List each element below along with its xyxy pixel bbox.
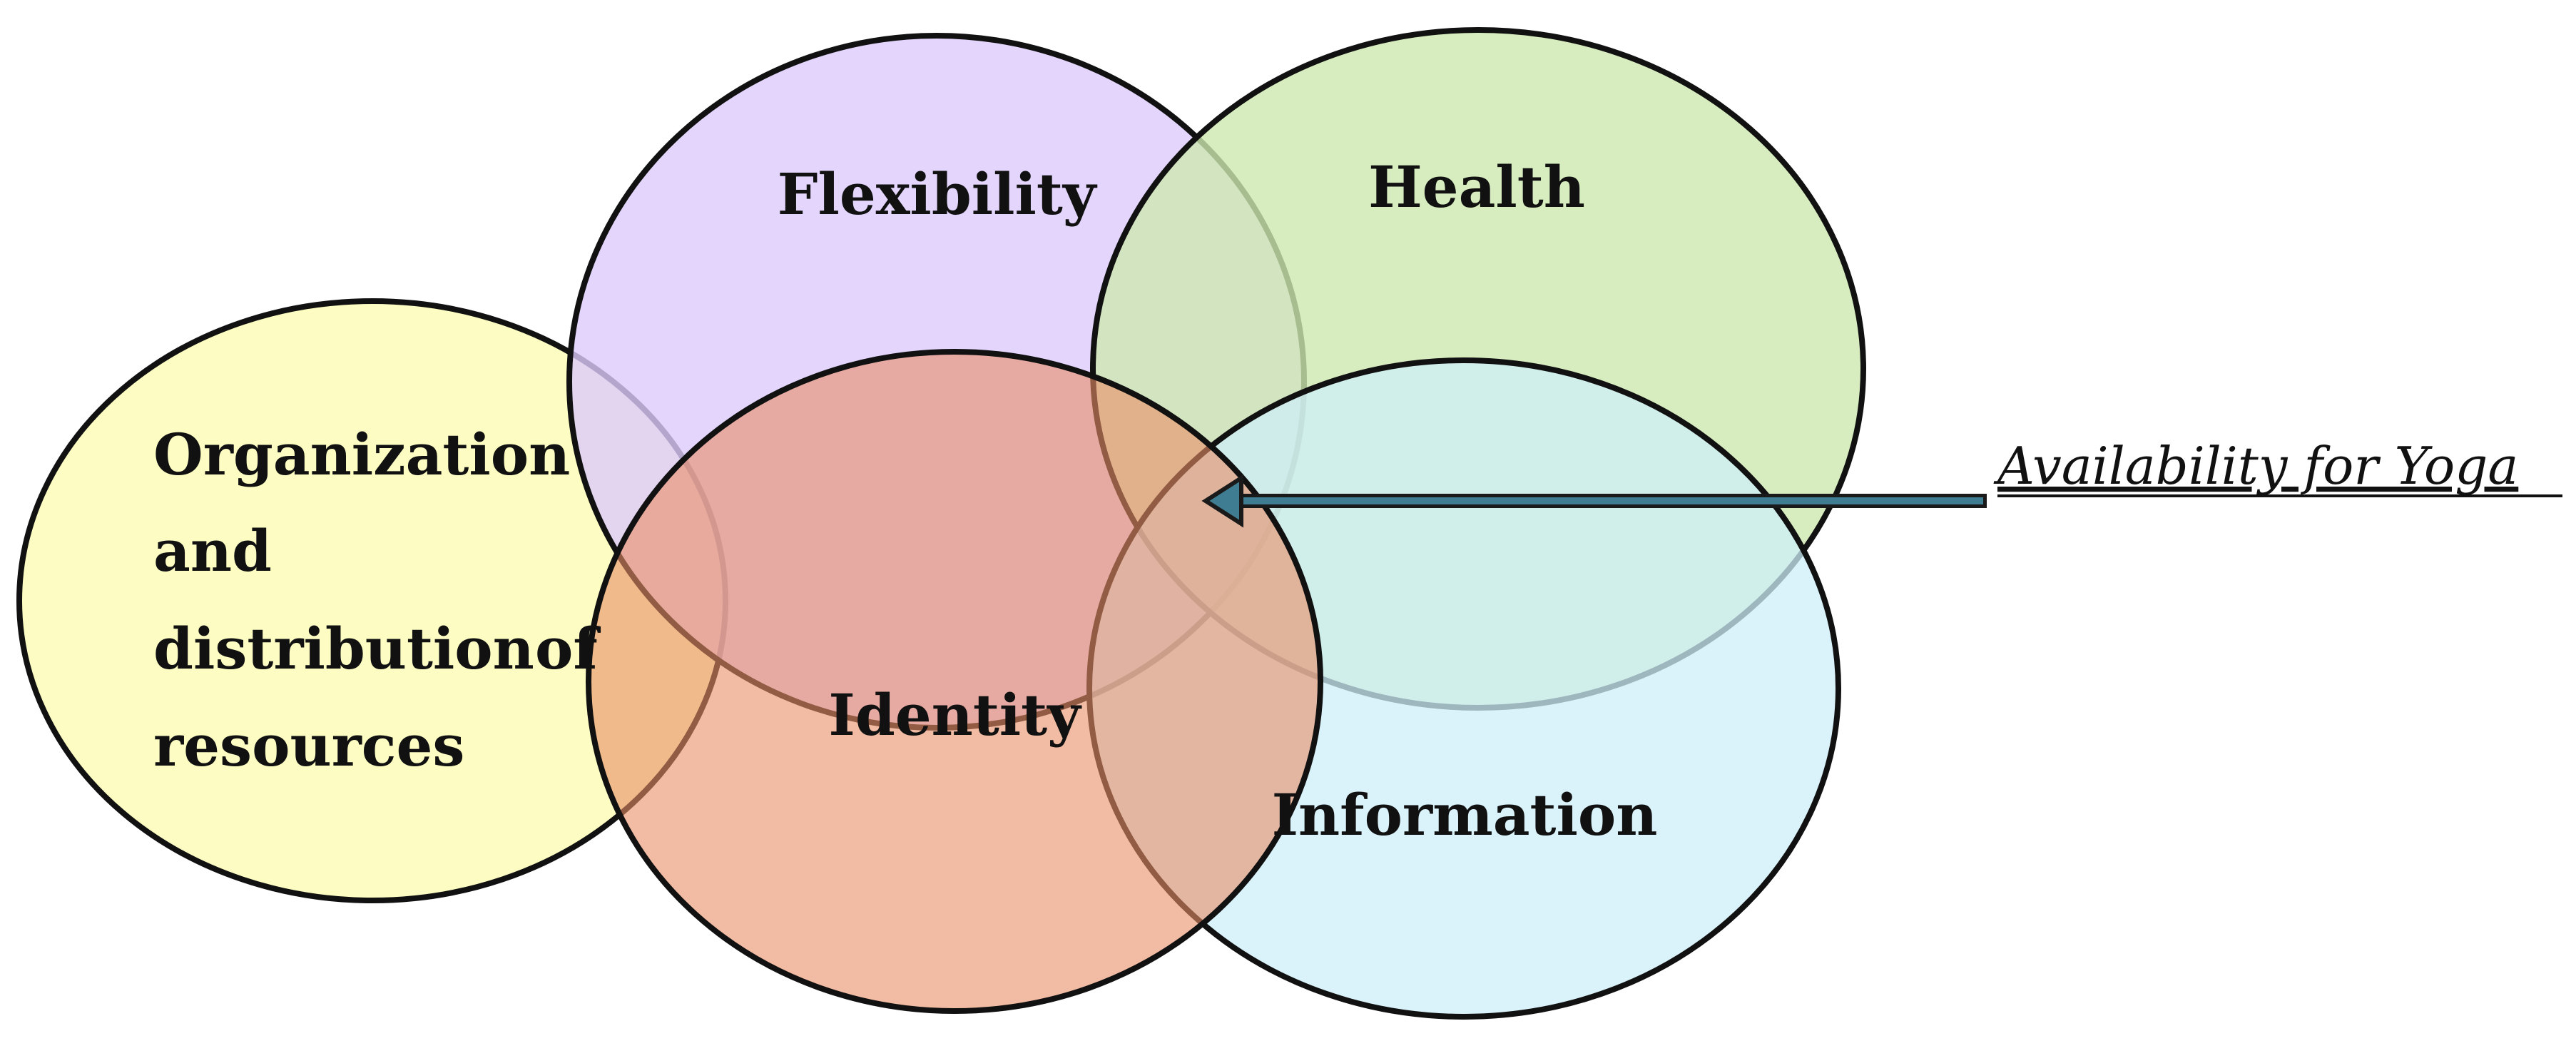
set-identity-ellipse [586,349,1323,1014]
label-flexibility: Flexibility [778,161,1098,228]
label-organization-line2: and [153,517,272,584]
label-organization-of: of [535,615,601,682]
label-information: Information [1272,781,1658,848]
callout-label: Availability for Yoga [1993,436,2518,496]
label-organization-line3: distribution [153,615,534,682]
label-organization-line4: resources [153,712,464,779]
label-identity: Identity [828,681,1082,748]
label-organization-line1: Organization [153,421,570,488]
label-health: Health [1368,153,1585,220]
callout-arrowhead [1201,474,1243,528]
